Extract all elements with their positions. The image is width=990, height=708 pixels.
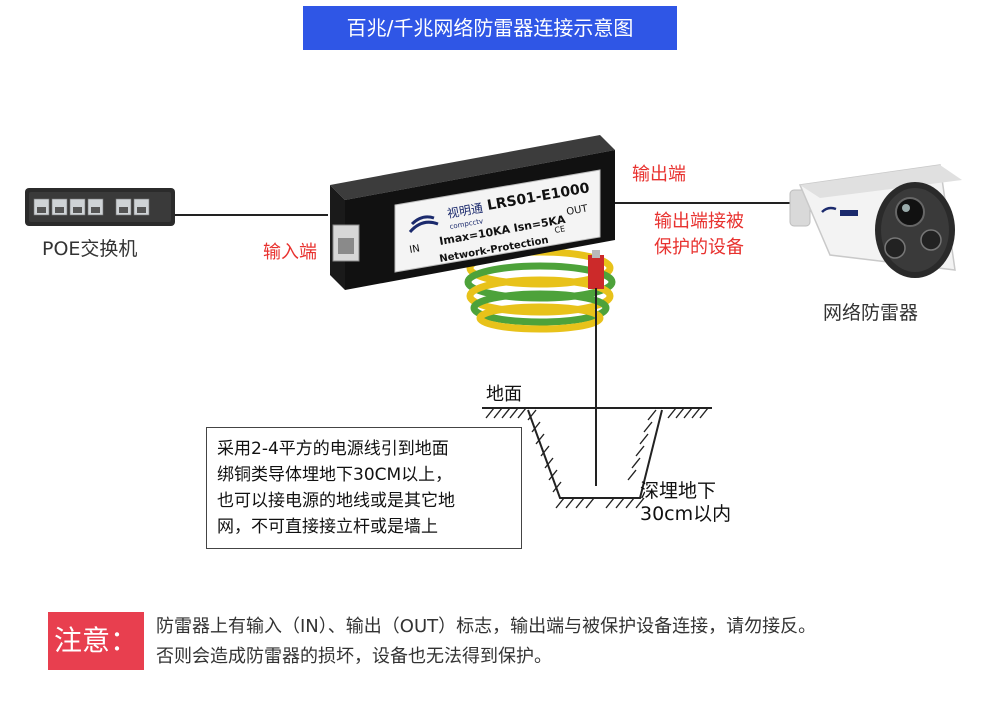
ground-hatching xyxy=(485,407,709,509)
note-line3: 也可以接电源的地线或是其它地 xyxy=(217,491,455,511)
warning-text: 防雷器上有输入（IN）、输出（OUT）标志，输出端与被保护设备连接，请勿接反。 … xyxy=(156,612,976,672)
warning-line2: 否则会造成防雷器的损坏，设备也无法得到保护。 xyxy=(156,646,552,667)
ground-label: 地面 xyxy=(486,384,522,405)
warning-badge: 注意： xyxy=(48,612,144,670)
output-port-label: 输出端 xyxy=(632,164,686,185)
warning-line1: 防雷器上有输入（IN）、输出（OUT）标志，输出端与被保护设备连接，请勿接反。 xyxy=(156,616,817,637)
surge-protector-icon xyxy=(330,135,615,290)
note-line2: 绑铜类导体埋地下30CM以上， xyxy=(217,465,453,485)
poe-switch-icon xyxy=(25,188,175,226)
switch-label: POE交换机 xyxy=(42,238,138,260)
note-line1: 采用2-4平方的电源线引到地面 xyxy=(217,439,449,459)
depth-line1: 深埋地下 xyxy=(640,480,717,502)
note-line4: 网，不可直接接立杆或是墙上 xyxy=(217,517,438,537)
device-in: IN xyxy=(409,243,421,256)
output-note-line2: 保护的设备 xyxy=(654,237,744,258)
camera-label: 网络防雷器 xyxy=(823,302,919,324)
device-out: OUT xyxy=(566,203,590,218)
depth-line2: 30cm以内 xyxy=(640,503,732,525)
ground-trench xyxy=(482,407,712,499)
grounding-note-box: 采用2-4平方的电源线引到地面 绑铜类导体埋地下30CM以上， 也可以接电源的地… xyxy=(206,427,522,549)
input-port-label: 输入端 xyxy=(263,242,317,263)
device-brand-cn: 视明通 xyxy=(446,200,484,221)
device-ce-mark: CE xyxy=(554,224,566,235)
camera-icon xyxy=(789,164,962,278)
output-note-line1: 输出端接被 xyxy=(654,211,744,232)
page-title: 百兆/千兆网络防雷器连接示意图 xyxy=(303,6,677,50)
depth-label: 深埋地下 30cm以内 xyxy=(640,480,731,526)
output-note: 输出端接被 保护的设备 xyxy=(654,209,744,261)
